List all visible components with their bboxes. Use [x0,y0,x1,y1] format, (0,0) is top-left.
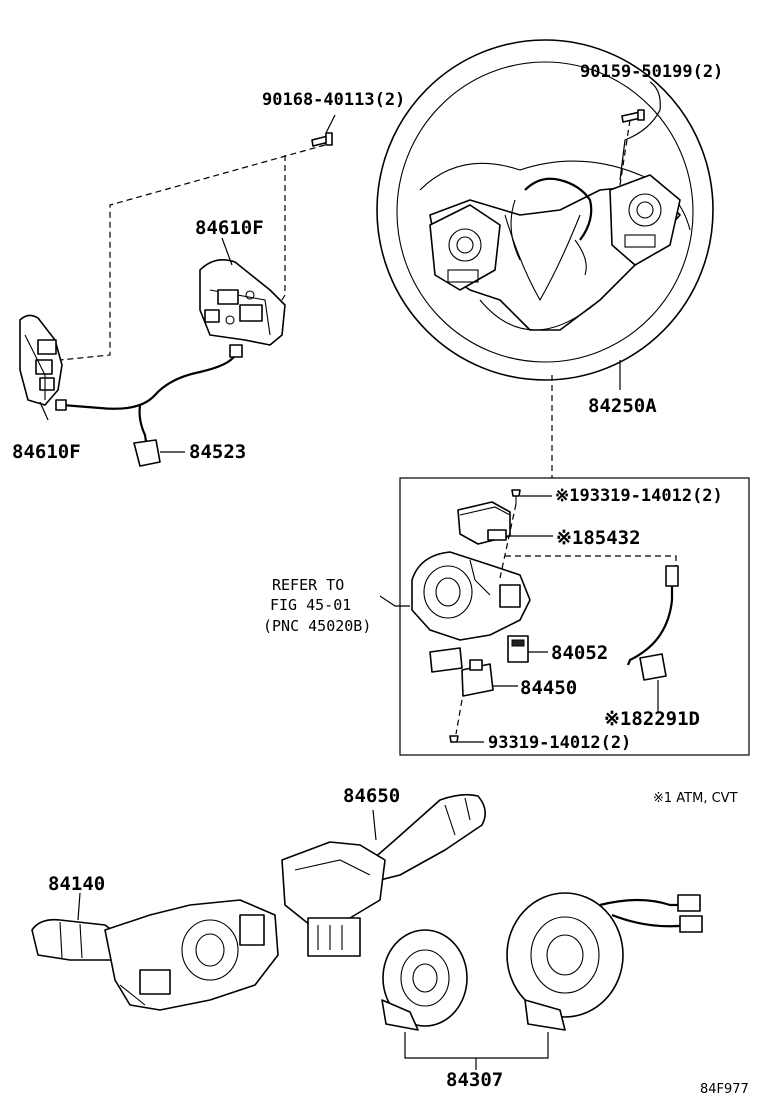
bracket-84450 [429,647,494,697]
label-refer-1: REFER TO [272,576,344,594]
switch-assembly-left [19,314,63,406]
label-figure-code: 84F977 [700,1082,749,1097]
screw-top-icon [511,489,521,504]
steering-wheel-illustration [376,39,714,381]
label-screw-top: ※193319-14012(2) [555,486,723,506]
label-part-84650: 84650 [343,785,400,807]
label-screw-bottom: 93319-14012(2) [488,733,631,753]
switch-assembly-right [199,132,333,346]
detail-box [399,477,750,756]
light-switch-84140 [31,899,279,1011]
label-refer-2: FIG 45-01 [270,596,351,614]
screw-bottom-icon [449,735,459,743]
label-part-84307: 84307 [446,1069,503,1091]
label-wire-84523: 84523 [189,441,246,463]
label-bolt-90168: 90168-40113(2) [262,90,405,110]
label-part-82291d: ※182291D [604,708,700,730]
label-part-84140: 84140 [48,873,105,895]
label-footnote: ※1 ATM, CVT [653,791,738,806]
wire-82291d [626,565,679,681]
label-switch-left: 84610F [12,441,81,463]
label-refer-3: (PNC 45020B) [263,617,371,635]
wire-harness-84523 [55,344,243,467]
label-wheel-cover: 84250A [588,395,657,417]
label-part-84052: 84052 [551,642,608,664]
label-part-85432: ※185432 [556,527,641,549]
leader-lines [39,81,677,1070]
label-part-84450: 84450 [520,677,577,699]
label-switch-right: 84610F [195,217,264,239]
wiper-switch-84650 [281,793,486,957]
part-labels: 90168-40113(2) 90159-50199(2) 84610F 846… [12,62,749,1097]
combination-body-refer [411,551,531,641]
spiral-cable-84307 [381,892,703,1031]
label-bolt-90159: 90159-50199(2) [580,62,723,82]
connector-84052 [507,635,529,663]
cruise-switch-85432 [457,501,511,545]
